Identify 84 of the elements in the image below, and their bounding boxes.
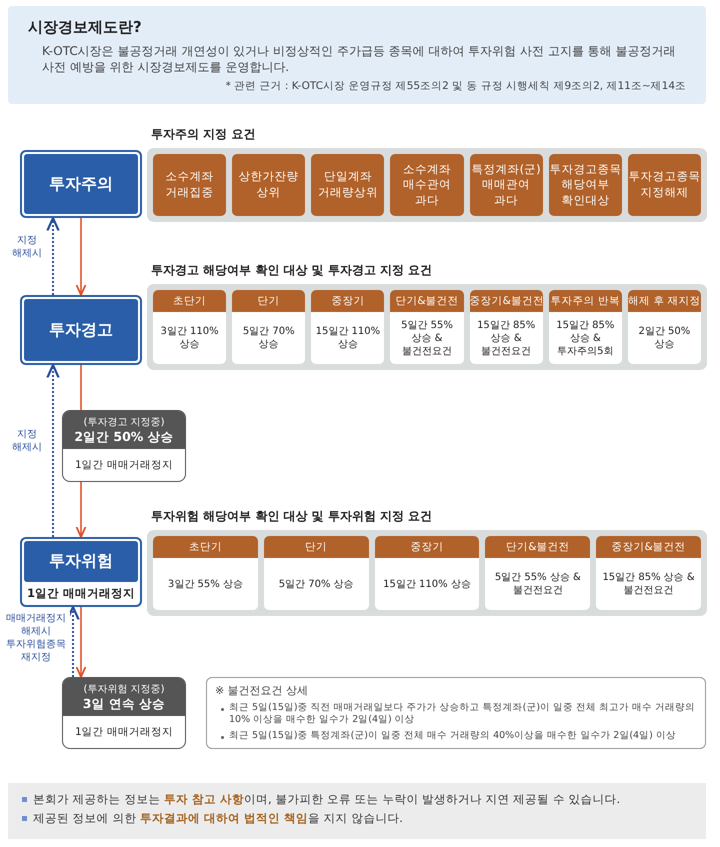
- criteria-box: [548, 154, 622, 216]
- reference-note: * 관련 근거 : K-OTC시장 운영규정 제55조의2 및 동 규정 시행세칙 제9조의2, 제11조~제14조: [224, 79, 686, 94]
- card-body: 3일간 110% 상승: [160, 325, 220, 352]
- stage-box: [20, 150, 142, 218]
- card-header: 단기: [264, 536, 369, 558]
- card-body: 5일간 70% 상승: [242, 325, 296, 352]
- card-body: 3일간 55% 상승: [166, 578, 244, 592]
- card-header: 단기&불건전: [390, 290, 464, 312]
- halt-text: 1일간 매매거래정지: [74, 458, 174, 473]
- card-header: 중장기&불건전: [596, 536, 701, 558]
- disclaimer-panel: [8, 783, 706, 839]
- card-body: 15일간 85% 상승 &불건전요건: [476, 318, 536, 358]
- criteria-card: [548, 290, 622, 364]
- card-body: 2일간 50% 상승: [638, 325, 692, 352]
- card-header: 단기: [232, 290, 306, 312]
- criteria-box: [470, 154, 543, 216]
- section-heading: 투자경고 해당여부 확인 대상 및 투자경고 지정 요건: [151, 262, 432, 279]
- criteria-text: 특정계좌(군) 매매관여 과다: [472, 162, 541, 208]
- criteria-text: 소수계좌 거래집중: [164, 169, 215, 201]
- card-header: 해제 후 재지정: [628, 290, 701, 312]
- card-body: 5일간 55% 상승 &불건전요건: [494, 571, 582, 598]
- stage-title: 투자위험: [49, 551, 113, 572]
- criteria-box: [311, 154, 384, 216]
- card-body: 5일간 55% 상승 &불건전요건: [400, 318, 454, 358]
- card-body: 5일간 70% 상승: [278, 578, 355, 592]
- criteria-box: [153, 154, 226, 216]
- section-heading: 투자위험 해당여부 확인 대상 및 투자위험 지정 요건: [151, 508, 432, 525]
- criteria-card: [264, 536, 369, 610]
- criteria-box: [628, 154, 701, 216]
- note-heading: ※ 불건전요건 상세: [215, 683, 310, 698]
- condition-text: 2일간 50% 상승: [73, 429, 175, 446]
- card-header: 초단기: [153, 290, 226, 312]
- arrow: [76, 218, 86, 296]
- criteria-card: [485, 536, 590, 610]
- intro-paragraph: K-OTC시장은 불공정거래 개연성이 있거나 비정상적인 주가급등 종목에 대하여 투자위험 사전 고지를 통해 불공정거래 사전 예방을 위한 시장경보제도를 운영합니다.: [41, 43, 676, 76]
- stage-title: 투자경고: [49, 320, 113, 340]
- stage-box: [20, 295, 142, 365]
- note-text: 최근 5일(15일)중 직전 매매거래일보다 주가가 상승하고 특정계좌(군)이 일중 전체 최고가 매수 거래량의 10% 이상을 매수한 일수가 2일(4일) 이상: [229, 702, 696, 727]
- criteria-card: [628, 290, 701, 364]
- card-header: 중장기: [311, 290, 384, 312]
- criteria-text: 상한가잔량 상위: [238, 169, 300, 201]
- criteria-text: 투자경고종목 지정해제: [628, 169, 700, 201]
- criteria-text: 투자경고종목 해당여부 확인대상: [549, 162, 622, 208]
- disclaimer-text: 제공된 정보에 의한 투자결과에 대하여 법적인 책임을 지지 않습니다.: [33, 811, 403, 826]
- section-heading: 투자주의 지정 요건: [151, 126, 256, 143]
- card-header: 단기&불건전: [485, 536, 590, 558]
- trading-halt-box: [62, 677, 186, 749]
- condition-note: (투자위험 지정중): [82, 683, 166, 696]
- criteria-card: [470, 290, 543, 364]
- criteria-card: [153, 290, 226, 364]
- disclaimer-text: 본회가 제공하는 정보는 투자 참고 사항이며, 불가피한 오류 또는 누락이 발생하거나 지연 제공될 수 있습니다.: [33, 792, 620, 807]
- intro-panel: [8, 6, 706, 104]
- criteria-card: [153, 536, 258, 610]
- card-header: 중장기: [374, 536, 480, 558]
- stage-title: 투자주의: [49, 174, 113, 194]
- card-body: 15일간 85% 상승 &불건전요건: [601, 571, 696, 598]
- criteria-card: [232, 290, 306, 364]
- condition-note: (투자경고 지정중): [82, 416, 166, 429]
- halt-text: 1일간 매매거래정지: [74, 725, 174, 740]
- card-header: 중장기&불건전: [470, 290, 543, 312]
- note-box: [206, 677, 706, 749]
- card-header: 초단기: [153, 536, 258, 558]
- stage-note: 1일간 매매거래정지: [26, 585, 136, 602]
- criteria-card: [596, 536, 701, 610]
- criteria-card: [390, 290, 464, 364]
- arrow: [76, 482, 86, 538]
- card-body: 15일간 110% 상승: [382, 578, 472, 592]
- criteria-box: [390, 154, 464, 216]
- condition-text: 3일 연속 상승: [82, 696, 166, 713]
- note-text: 최근 5일(15일)중 특정계좌(군)이 일중 전체 매수 거래량의 40%이상을 매수한 일수가 2일(4일) 이상: [229, 730, 676, 742]
- intro-heading: 시장경보제도란?: [28, 18, 143, 37]
- card-header: 투자주의 반복: [548, 290, 622, 312]
- arrow: [46, 364, 60, 537]
- stage-box: [20, 537, 142, 607]
- criteria-text: 단일계좌 거래량상위: [316, 169, 379, 201]
- card-body: 15일간 85% 상승 &투자주의5회: [555, 318, 616, 358]
- criteria-card: [311, 290, 384, 364]
- criteria-box: [232, 154, 306, 216]
- criteria-text: 소수계좌 매수관여 과다: [402, 162, 452, 208]
- trading-halt-box: [62, 410, 186, 482]
- arrow: [46, 216, 60, 295]
- card-body: 15일간 110% 상승: [314, 325, 382, 352]
- arrow: [76, 607, 86, 678]
- criteria-card: [374, 536, 480, 610]
